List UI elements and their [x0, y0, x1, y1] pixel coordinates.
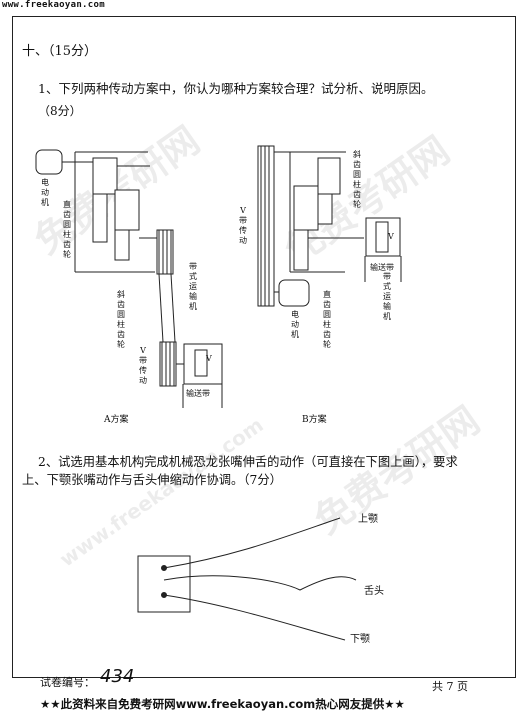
tongue-line [163, 575, 357, 591]
b-conveyor-label: 带式运输机 [383, 272, 391, 321]
q1-text: 1、下列两种传动方案中，你认为哪种方案较合理？试分析、说明原因。 [38, 81, 434, 96]
serial-label: 试卷编号： [40, 676, 95, 689]
q2-line1: 2、试选用基本机构完成机械恐龙张嘴伸舌的动作（可直接在下图上画），要求 [38, 455, 458, 469]
b-vbelt-label: V带传动 [239, 206, 247, 245]
scheme-a-pulley-top [156, 229, 174, 275]
a-belt-label: 输送带 [186, 389, 210, 398]
scheme-b-gear2 [293, 185, 319, 231]
b-caption: B方案 [302, 415, 327, 425]
source-banner: ★★此资料来自免费考研网www.freekaoyan.com热心网友提供★★ [40, 697, 405, 711]
a-caption: A方案 [104, 415, 129, 425]
scheme-b-vbelt [257, 145, 275, 307]
serial-value: 434 [100, 666, 135, 687]
b-spur-label: 直齿圆柱齿轮 [323, 290, 331, 349]
page-frame [12, 16, 516, 678]
b-helical-label: 斜齿圆柱齿轮 [353, 150, 361, 209]
site-url: www.freekaoyan.com [2, 0, 105, 10]
a-spur-label: 直齿圆柱齿轮 [63, 200, 71, 259]
tongue-label: 舌头 [364, 586, 384, 597]
b-belt-label: 输送带 [370, 263, 394, 272]
q2-line2: 上、下颚张嘴动作与舌头伸缩动作协调。（7分） [22, 473, 282, 487]
b-v-label: V [388, 232, 394, 241]
upper-jaw-line [163, 517, 341, 569]
a-motor-label: 电动机 [41, 178, 49, 207]
scheme-a-gear1 [92, 157, 118, 195]
b-motor-label: 电动机 [291, 310, 299, 339]
scheme-b-motor-icon [278, 279, 310, 307]
section-heading: 十、（15分） [22, 44, 98, 59]
scheme-b-gear1 [317, 157, 341, 195]
scheme-a-diagram [35, 149, 223, 408]
scheme-a-motor-icon [35, 149, 63, 175]
page-count: 共 7 页 [432, 680, 468, 693]
a-conveyor-label: 带式运输机 [189, 262, 197, 311]
scheme-a-gear2 [114, 189, 140, 231]
a-helical-label: 斜齿圆柱齿轮 [117, 290, 125, 349]
q1-score: （8分） [38, 104, 82, 118]
a-v-label: V [206, 354, 212, 363]
dino-diagram [137, 517, 357, 641]
lower-jaw-label: 下颚 [350, 634, 370, 645]
a-vbelt-label: V带传动 [139, 346, 147, 385]
upper-jaw-label: 上颚 [358, 514, 378, 525]
lower-jaw-line [163, 594, 346, 641]
scheme-b-diagram [257, 145, 402, 307]
